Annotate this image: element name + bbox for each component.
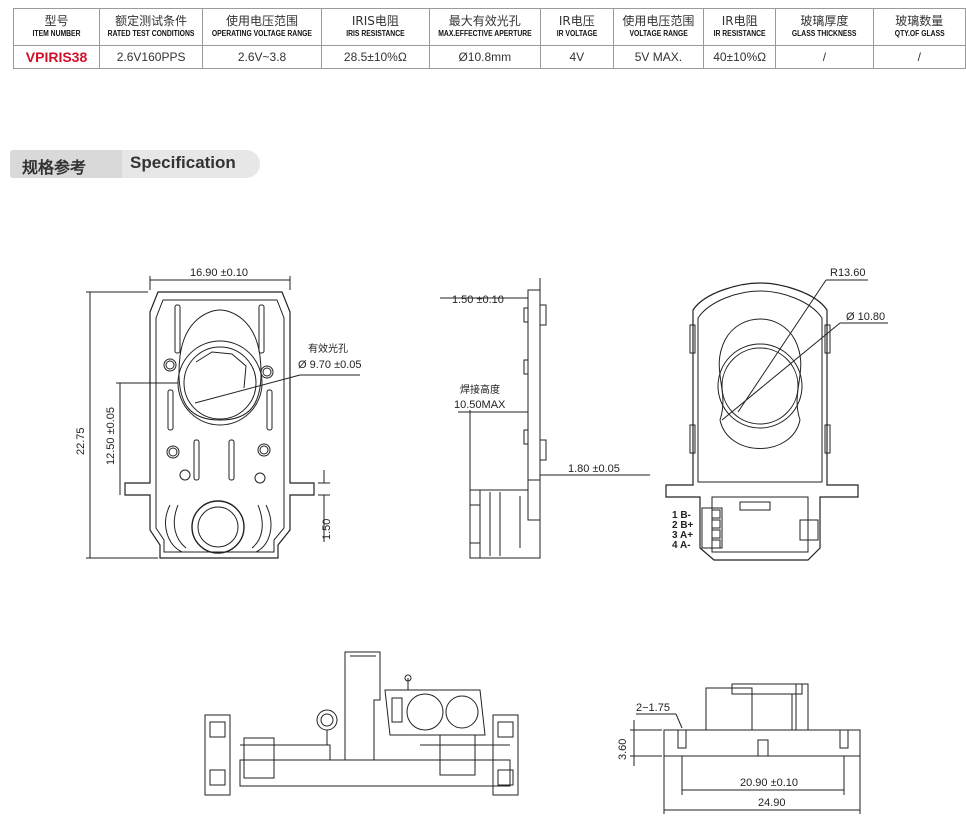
dim-height-center: 12.50 ±0.05 [105,407,117,465]
dim-solder: 10.50MAX [454,399,506,411]
rear-view [665,279,888,561]
value-cell: 2.6V160PPS [99,45,204,69]
front-view [86,276,360,559]
dim-tab: 1.50 [321,519,333,540]
value-cell: 40±10%Ω [703,45,777,69]
value-cell: / [872,45,966,69]
dim-hole-span: 20.90 ±0.10 [740,777,798,789]
pin-label-4: 4 A- [672,540,691,551]
value-cell: 4V [539,45,614,69]
dim-diameter: Ø 10.80 [846,311,885,323]
dim-thickness: 1.50 ±0.10 [452,294,504,306]
value-cell: / [775,45,874,69]
value-cell: 5V MAX. [612,45,705,69]
section-label-en-bg: Specification [118,150,260,178]
pin-label-3: 3 A+ [672,530,693,541]
dim-base-height: 3.60 [617,739,629,760]
dim-height-total: 22.75 [75,427,87,455]
assembly-view [204,651,519,796]
dim-side-offset: 1.80 ±0.05 [568,463,620,475]
section-title-cn: 规格参考 [22,158,87,177]
spec-table-value-row: VPIRIS38 2.6V160PPS 2.6V~3.8 28.5±10%Ω Ø… [12,45,966,69]
base-view [630,683,861,814]
model-cell: VPIRIS38 [12,45,101,69]
dim-base-width: 24.90 [758,797,786,809]
dim-width: 16.90 ±0.10 [190,267,248,279]
section-title-en: Specification [130,153,236,172]
dim-solder-cn: 焊接高度 [460,383,500,396]
pin-label-1: 1 B- [672,510,691,521]
dim-holes: 2−1.75 [636,702,670,714]
side-view [440,278,650,559]
dim-aperture: Ø 9.70 ±0.05 [298,359,362,371]
pin-label-2: 2 B+ [672,520,694,531]
section-label-cn-bg: 规格参考 [10,150,122,178]
dim-aperture-cn: 有效光孔 [308,342,348,355]
value-cell: 28.5±10%Ω [320,45,430,69]
dim-radius: R13.60 [830,267,865,279]
value-cell: 2.6V~3.8 [202,45,322,69]
value-cell: Ø10.8mm [428,45,541,69]
